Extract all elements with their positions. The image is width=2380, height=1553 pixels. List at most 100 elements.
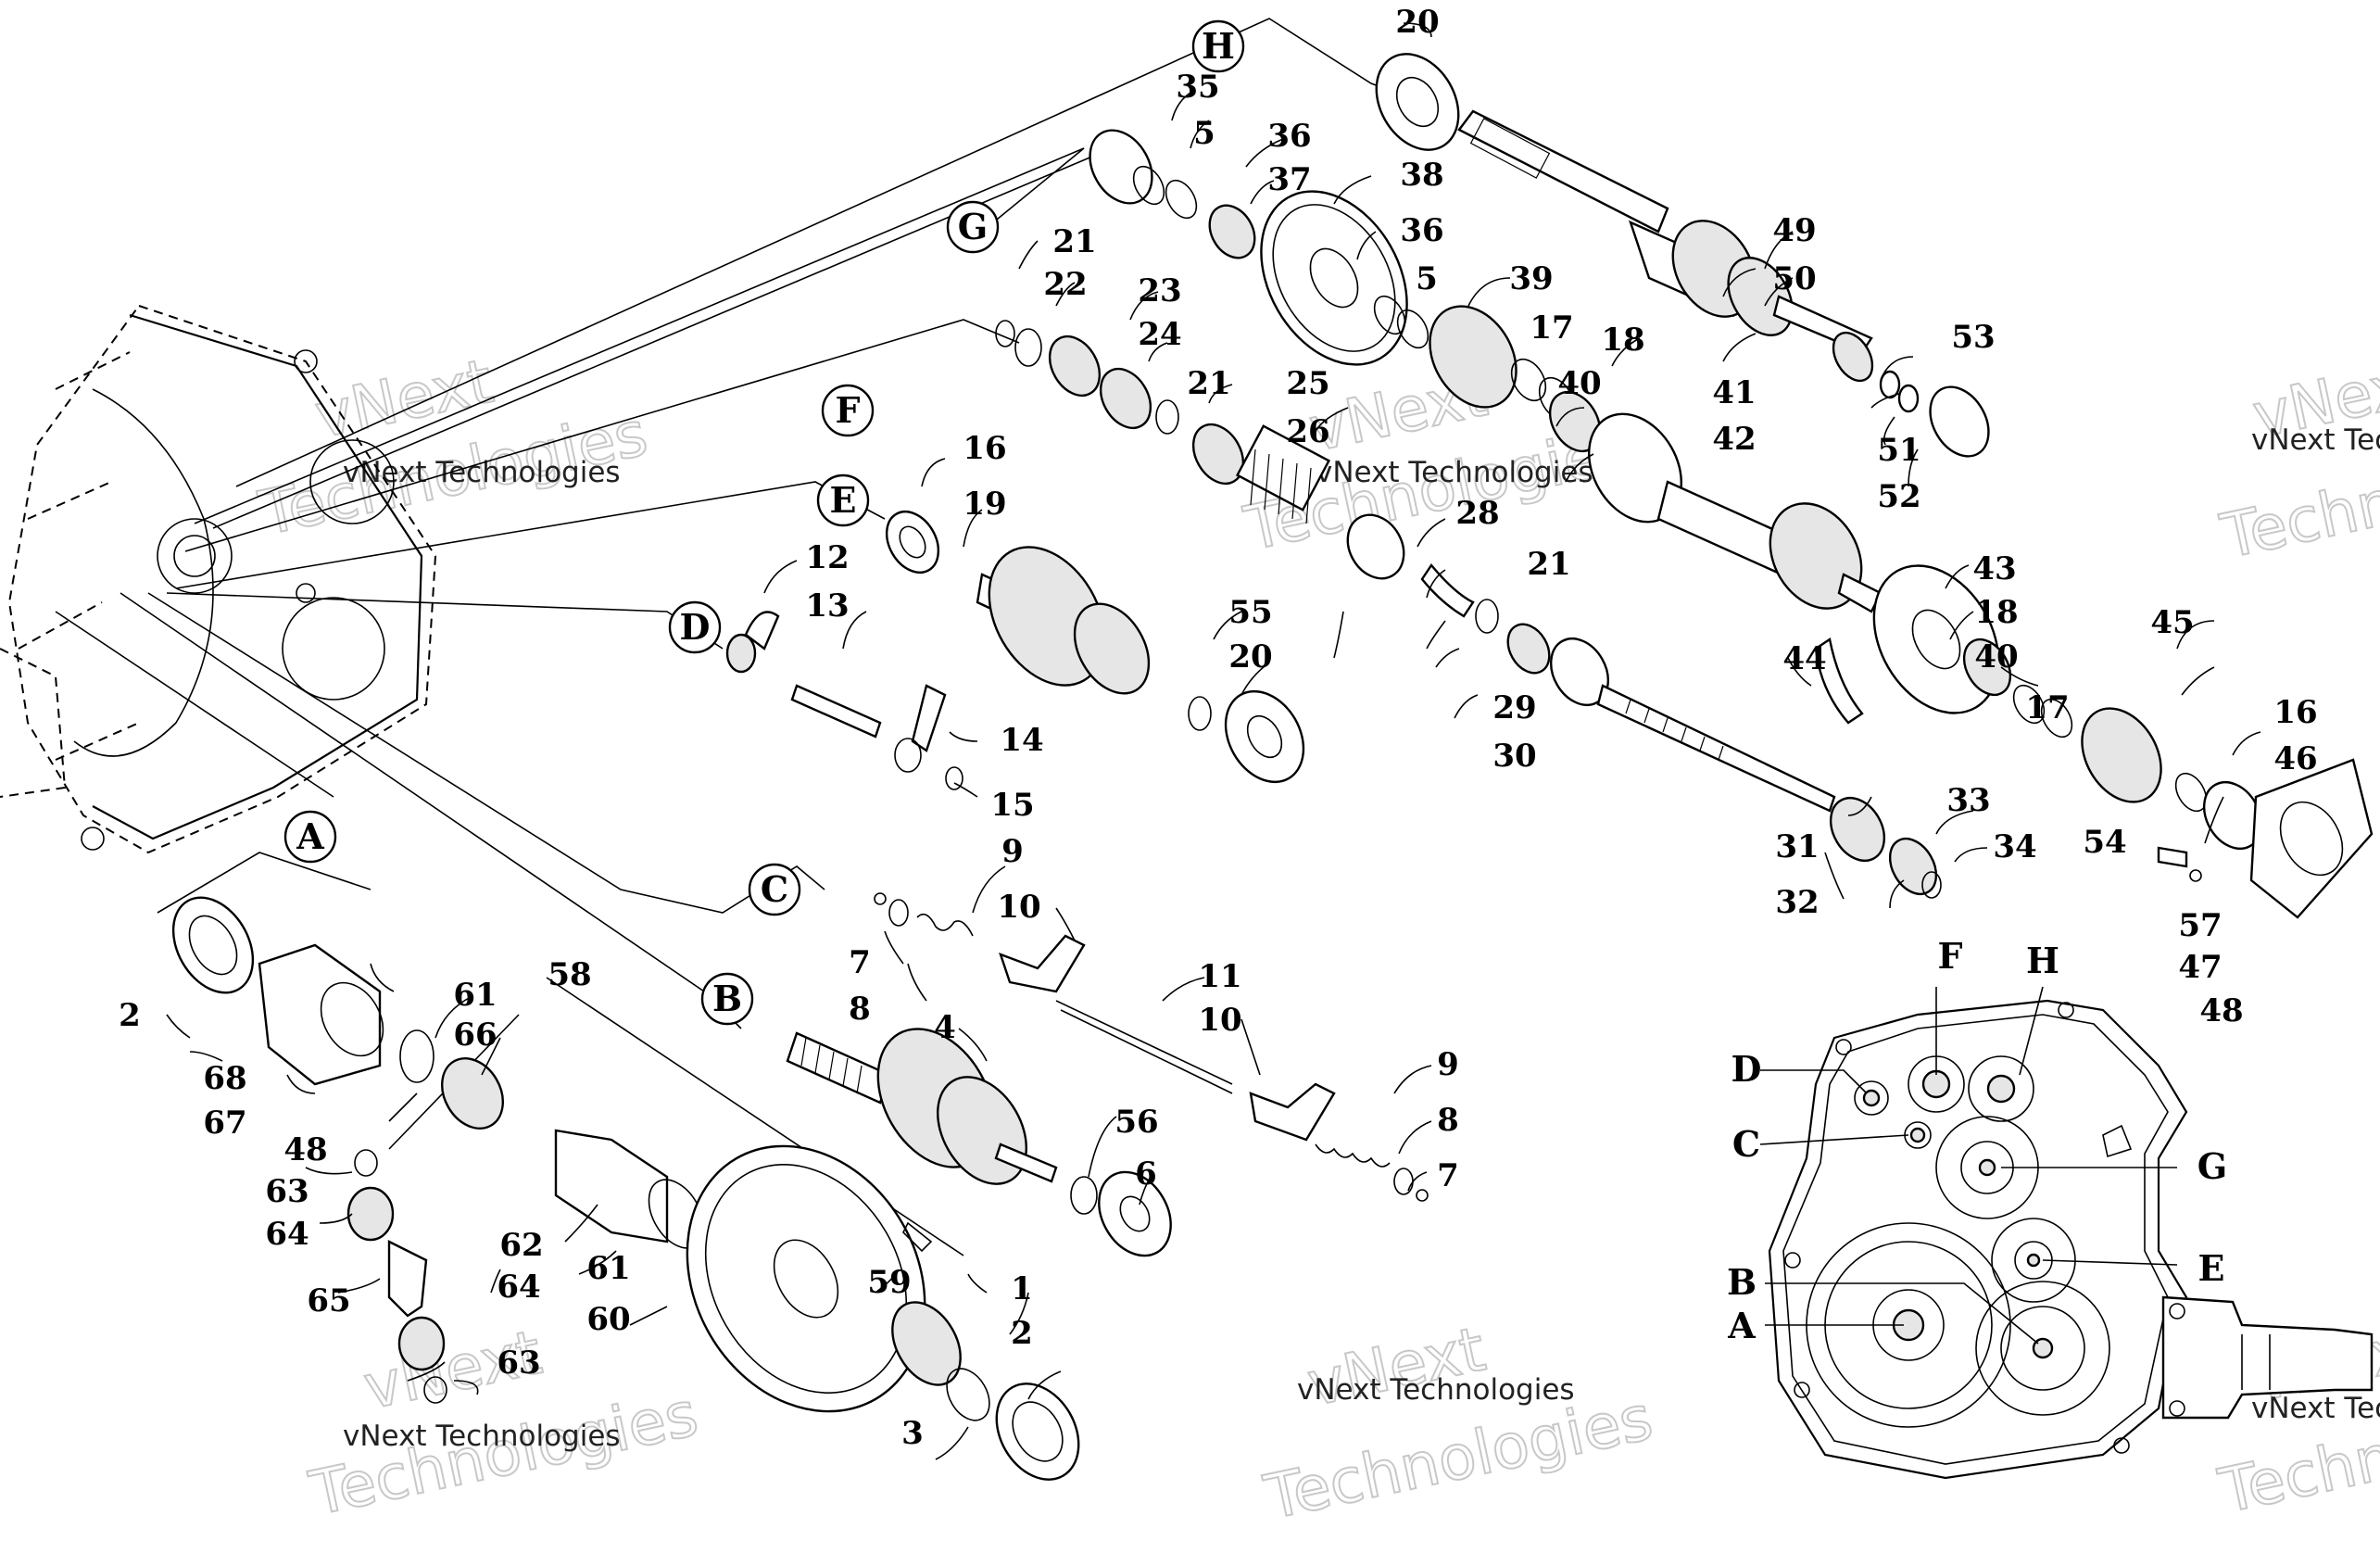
callout-46: 46 (2273, 740, 2317, 777)
callout-29: 29 (1492, 689, 1536, 726)
inset-letter-e: E (2198, 1247, 2225, 1289)
callout-44: 44 (1782, 640, 1826, 677)
callout-63: 63 (497, 1345, 540, 1382)
shaft-a-assembly (171, 896, 1080, 1481)
callout-33: 33 (1946, 782, 1990, 819)
callout-20: 20 (1395, 4, 1439, 41)
inset-letter-h: H (2026, 940, 2059, 981)
callout-13: 13 (805, 587, 849, 625)
callout-14: 14 (1000, 722, 1043, 759)
callout-5: 5 (1193, 115, 1215, 152)
shaft-letter-h-circle (1191, 19, 1245, 73)
callout-22: 22 (1043, 266, 1087, 303)
callout-48: 48 (2199, 992, 2243, 1029)
callout-26: 26 (1286, 413, 1329, 450)
callout-47: 47 (2178, 949, 2222, 986)
transmission-case-housing (0, 304, 437, 854)
callout-37: 37 (1267, 161, 1311, 198)
callout-21: 21 (1052, 223, 1096, 260)
shaft-g-assembly (1089, 129, 2374, 919)
watermark-brand-long: Technologies (304, 1378, 704, 1530)
callout-10: 10 (997, 889, 1040, 926)
shaft-c-assembly (874, 892, 1429, 1202)
shaft-letter-c: C (761, 868, 788, 910)
callout-23: 23 (1138, 272, 1181, 309)
inset-letter-a: A (1727, 1305, 1756, 1346)
shaft-h-assembly (1375, 53, 1990, 458)
callout-60: 60 (586, 1301, 630, 1338)
callout-6: 6 (1135, 1155, 1157, 1193)
shaft-f-assembly (995, 320, 1942, 899)
callout-16: 16 (2273, 694, 2317, 731)
callout-64: 64 (265, 1216, 309, 1253)
callout-54: 54 (2083, 824, 2126, 861)
callout-43: 43 (1972, 550, 2016, 587)
callout-9: 9 (1001, 833, 1024, 870)
shaft-letters: H G F E D C B A F H D C G E B A (283, 19, 2227, 1346)
callout-58: 58 (548, 956, 591, 993)
shaft-letter-c-circle (748, 863, 801, 916)
callout-61: 61 (453, 977, 497, 1014)
inset-case-view (1759, 986, 2374, 1480)
shaft-letter-e-circle (816, 473, 870, 527)
callout-25: 25 (1286, 365, 1329, 402)
shaft-letter-b-circle (700, 972, 754, 1026)
callout-16: 16 (963, 430, 1006, 467)
callout-57: 57 (2178, 907, 2222, 944)
part-callouts: 20 35 5 36 37 38 36 5 39 17 18 40 41 42 … (119, 4, 2318, 1452)
callout-52: 52 (1877, 478, 1920, 515)
callout-1: 1 (1011, 1270, 1033, 1307)
callout-38: 38 (1400, 157, 1443, 194)
callout-36: 36 (1400, 212, 1443, 249)
callout-53: 53 (1951, 319, 1995, 356)
callout-56: 56 (1114, 1104, 1158, 1141)
callout-63: 63 (265, 1173, 309, 1210)
callout-18: 18 (1974, 594, 2018, 631)
callout-35: 35 (1176, 69, 1219, 106)
callout-leaders (166, 22, 2261, 1460)
callout-61: 61 (586, 1250, 630, 1287)
watermark-caption: vNext Technologies (1297, 1373, 1575, 1407)
callout-31: 31 (1775, 828, 1819, 865)
inset-letter-c: C (1732, 1123, 1760, 1165)
callout-45: 45 (2150, 604, 2194, 641)
callout-20: 20 (1228, 638, 1272, 675)
shaft-letter-g: G (958, 206, 988, 247)
shaft-letter-d: D (680, 606, 711, 648)
callout-55: 55 (1228, 594, 1272, 631)
callout-24: 24 (1138, 316, 1181, 353)
callout-3: 3 (901, 1415, 924, 1452)
callout-17: 17 (2025, 689, 2069, 726)
watermark-caption: vNext Technologies (2251, 423, 2380, 457)
callout-67: 67 (203, 1105, 246, 1142)
shaft-e-assembly (885, 511, 1305, 784)
callout-36: 36 (1267, 118, 1311, 155)
callout-11: 11 (1198, 958, 1241, 995)
callout-34: 34 (1993, 828, 2036, 865)
shaft-letter-g-circle (946, 200, 1000, 254)
callout-10: 10 (1198, 1002, 1241, 1039)
callout-32: 32 (1775, 884, 1819, 921)
callout-40: 40 (1557, 365, 1601, 402)
shaft-letter-h: H (1202, 25, 1235, 67)
callout-42: 42 (1712, 421, 1756, 458)
shaft-letter-b: B (712, 978, 742, 1019)
shaft-letter-f: F (836, 389, 861, 431)
shaft-letter-d-circle (668, 600, 722, 654)
callout-21: 21 (1187, 365, 1230, 402)
inset-letter-b: B (1727, 1261, 1757, 1303)
callout-28: 28 (1455, 495, 1499, 532)
watermark-caption: vNext Technologies (343, 1420, 621, 1453)
callout-62: 62 (499, 1227, 543, 1264)
callout-9: 9 (1437, 1046, 1459, 1083)
callout-49: 49 (1772, 212, 1816, 249)
shaft-letter-e: E (830, 479, 857, 521)
callout-2: 2 (1011, 1315, 1033, 1352)
callout-12: 12 (805, 539, 849, 576)
callout-65: 65 (307, 1282, 350, 1319)
callout-7: 7 (1437, 1157, 1459, 1194)
shaft-d-assembly (725, 611, 963, 790)
watermark-caption: vNext Technologies (1316, 456, 1593, 489)
callout-48: 48 (283, 1131, 327, 1168)
